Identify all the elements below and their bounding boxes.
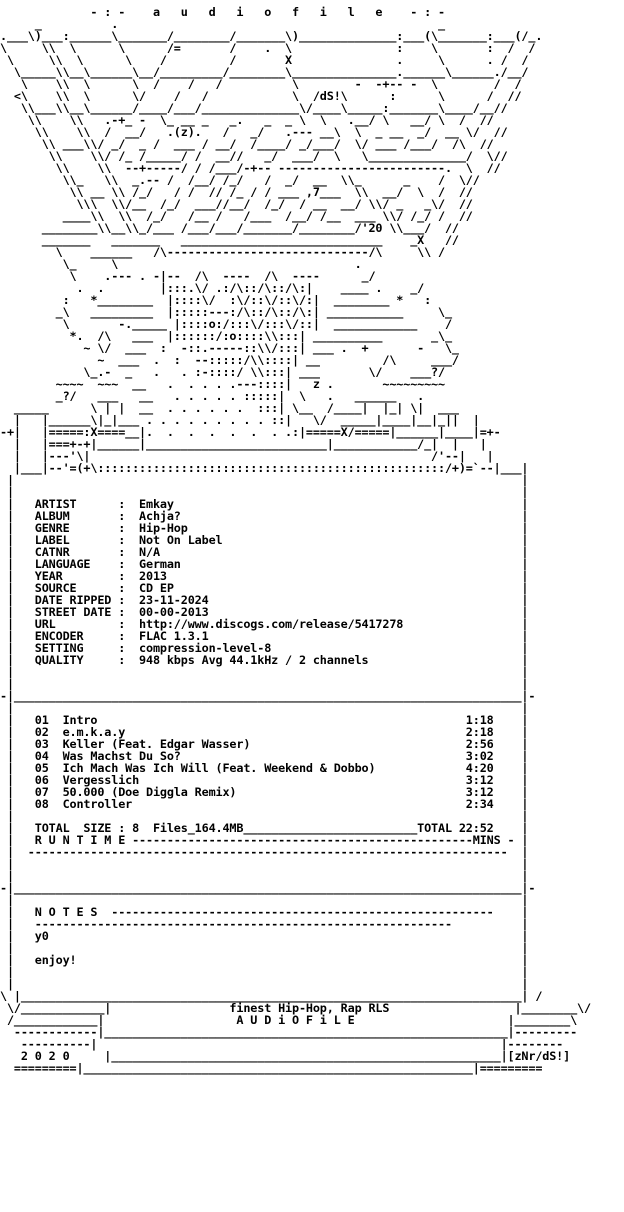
box-border: | |: [0, 941, 529, 955]
release-info-row: | URL : http://www.discogs.com/release/5…: [0, 617, 529, 631]
nfo-document: - : - a u d i o f i l e - : - _ . _.___\…: [0, 6, 591, 1074]
header-art-line: \ ______ /\-----------------------------…: [0, 245, 445, 259]
section-divider: -|______________________________________…: [0, 689, 536, 703]
header-art-line: \\\ \\/__ /_/ ___//__/ /_/ / __ __/ \\/ …: [0, 197, 473, 211]
release-info-row: | ALBUM : Achja? |: [0, 509, 529, 523]
track-row: | 08 Controller 2:34 |: [0, 797, 529, 811]
track-row: | 04 Was Machst Du So? 3:02 |: [0, 749, 529, 763]
header-art-line: | |______\|_|___ . . . . . . . . . ::| \…: [0, 413, 480, 427]
header-art-line: \ -._____ |::::o:/:::\/:::\/::| ________…: [0, 317, 452, 331]
header-art-line: ~~~~ ~~~ __ . . . . .---::::| z . ~~~~~~…: [0, 377, 445, 391]
box-border: | |: [0, 965, 529, 979]
header-art-line: <\ \\ \ \/ / / \ /dS!\ : \ / //: [0, 89, 522, 103]
footer-year-credit: 2 0 2 0 |_______________________________…: [0, 1049, 571, 1063]
header-art-line: \\ __ \\ /_/ / / // /_ / / ___ ,7___ \\ …: [0, 185, 473, 199]
header-art-line: \ .--- . -|-- /\ ---- /\ ---- _/: [0, 269, 376, 283]
header-art-line: \\ \\/ /_ /_____/ / __// _/ ___/ \ \____…: [0, 149, 508, 163]
track-row: | 06 Vergesslich 3:12 |: [0, 773, 529, 787]
runtime-row: | R U N T I M E ------------------------…: [0, 833, 529, 847]
release-info-row: | SOURCE : CD EP |: [0, 581, 529, 595]
header-art-line: \ \\ \ \ / / / \ - -+-- - \ / /: [0, 77, 522, 91]
header-art-line: \\___\\__\______/____/___/______________…: [0, 101, 508, 115]
box-border: | |: [0, 677, 529, 691]
footer-art: =========|______________________________…: [0, 1061, 543, 1075]
header-art-line: _\ _________ |:::::---:/\::/\::/\:| ____…: [0, 305, 452, 319]
box-border: | |: [0, 665, 529, 679]
footer-art: ------------|___________________________…: [0, 1025, 578, 1039]
box-border: | |: [0, 977, 529, 991]
header-art-line: \\ \\ / __/ .(z). / _/ .--- __\ \ _ __ _…: [0, 125, 508, 139]
header-art-line: *. /\ ___ |::::::/:o::::\\:::| _________…: [0, 329, 453, 343]
total-size-row: | TOTAL SIZE : 8 Files_164.4MB__________…: [0, 821, 529, 835]
header-art-line: \_____\\__\______\__/_________/________\…: [0, 65, 529, 79]
notes-title: | N O T E S ----------------------------…: [0, 905, 529, 919]
box-rule: | --------------------------------------…: [0, 845, 529, 859]
header-art-line: \\_ \\ _.-- / /__/ /_/ / _/ __ \\_ _ / \…: [0, 173, 480, 187]
header-art-line: _____ \ | | __ . . . . . . :::| \__ /___…: [0, 401, 459, 415]
release-info-row: | ARTIST : Emkay |: [0, 497, 529, 511]
release-info-row: | ENCODER : FLAC 1.3.1 |: [0, 629, 529, 643]
track-row: | 01 Intro 1:18 |: [0, 713, 529, 727]
box-border: | |: [0, 869, 529, 883]
footer-art: \ |_____________________________________…: [0, 989, 543, 1003]
box-rule: | --------------------------------------…: [0, 917, 529, 931]
header-art-line: - : - a u d i o f i l e - : -: [0, 5, 445, 19]
footer-tagline: \/____________| finest Hip-Hop, Rap RLS …: [0, 1001, 591, 1015]
box-border: | |: [0, 701, 529, 715]
release-info-row: | CATNR : N/A |: [0, 545, 529, 559]
box-border: | |: [0, 485, 529, 499]
footer-art: ----------| |--------: [0, 1037, 564, 1051]
header-art-line: -+| |=====:X====__|. . . . . . . .:|====…: [0, 425, 501, 439]
release-info-row: | QUALITY : 948 kbps Avg 44.1kHz / 2 cha…: [0, 653, 529, 667]
header-art-line: _?/ ___ __ . . . . . :::::| \ . ______ .: [0, 389, 425, 403]
track-row: | 03 Keller (Feat. Edgar Wasser) 2:56 |: [0, 737, 529, 751]
header-art-line: _______ _______ ________________________…: [0, 233, 459, 247]
header-art-line: \\ ___\\/ _/ _ / ___ / __/ /____/ _/___/…: [0, 137, 494, 151]
release-info-row: | GENRE : Hip-Hop |: [0, 521, 529, 535]
header-art-line: \ \\ \ \ / / X . \ . / /: [0, 53, 529, 67]
box-border: | |: [0, 893, 529, 907]
header-art-line: . . |:::.\/ .:/\::/\::/\:| ____ . _/: [0, 281, 425, 295]
release-info-row: | YEAR : 2013 |: [0, 569, 529, 583]
header-art-line: : *________ |::::\/ :\/::\/::\/:| ______…: [0, 293, 432, 307]
track-row: | 07 50.000 (Doe Diggla Remix) 3:12 |: [0, 785, 529, 799]
box-border: | |: [0, 809, 529, 823]
box-border: | |: [0, 473, 529, 487]
notes-line: | y0 |: [0, 929, 529, 943]
header-art-line: \\ \\ --+-----/ / /___/-+-- ------------…: [0, 161, 501, 175]
header-art-line: | |===+-+|______|_______________________…: [0, 437, 487, 451]
track-row: | 02 e.m.k.a.y 2:18 |: [0, 725, 529, 739]
release-info-row: | LABEL : Not On Label |: [0, 533, 529, 547]
footer-group: /____________| A U D i O F i L E |______…: [0, 1013, 578, 1027]
header-art-line: ~ ___ . : --:::::/\\::::| __ /\ ___/: [0, 353, 459, 367]
release-info-row: | LANGUAGE : German |: [0, 557, 529, 571]
release-info-row: | DATE RIPPED : 23-11-2024 |: [0, 593, 529, 607]
header-art-line: \_ \ .: [0, 257, 362, 271]
header-art-line: .___\)___:______\_______/________/______…: [0, 29, 543, 43]
track-row: | 05 Ich Mach Was Ich Will (Feat. Weeken…: [0, 761, 529, 775]
header-art-line: \\ \\ .-+_ - \_ __ _ _. _ _ \ \ .__/ \ _…: [0, 113, 494, 127]
header-art-line: ________\\__\\_/___ /___/___/_______/___…: [0, 221, 459, 235]
header-art-line: ____\\ \\ /_/ /__ / /___ /__/ /__ ___ \\…: [0, 209, 473, 223]
box-border: | |: [0, 857, 529, 871]
header-art-line: |___|--'=(+\::::::::::::::::::::::::::::…: [0, 461, 529, 475]
header-art-line: ~ \/ ___ : -::.-----::\\/:::| ___ . + - …: [0, 341, 459, 355]
header-art-line: | |---'\| /'--| |: [0, 449, 494, 463]
header-art-line: \ \\ \ \ /= / . \ : \ : / /: [0, 41, 536, 55]
notes-line: | enjoy! |: [0, 953, 529, 967]
release-info-row: | STREET DATE : 00-00-2013 |: [0, 605, 529, 619]
section-divider: -|______________________________________…: [0, 881, 536, 895]
header-art-line: \_.- _ . . :-::::/ \\:::| ___ \/ ___?/: [0, 365, 445, 379]
release-info-row: | SETTING : compression-level-8 |: [0, 641, 529, 655]
header-art-line: _ . _: [0, 17, 445, 31]
